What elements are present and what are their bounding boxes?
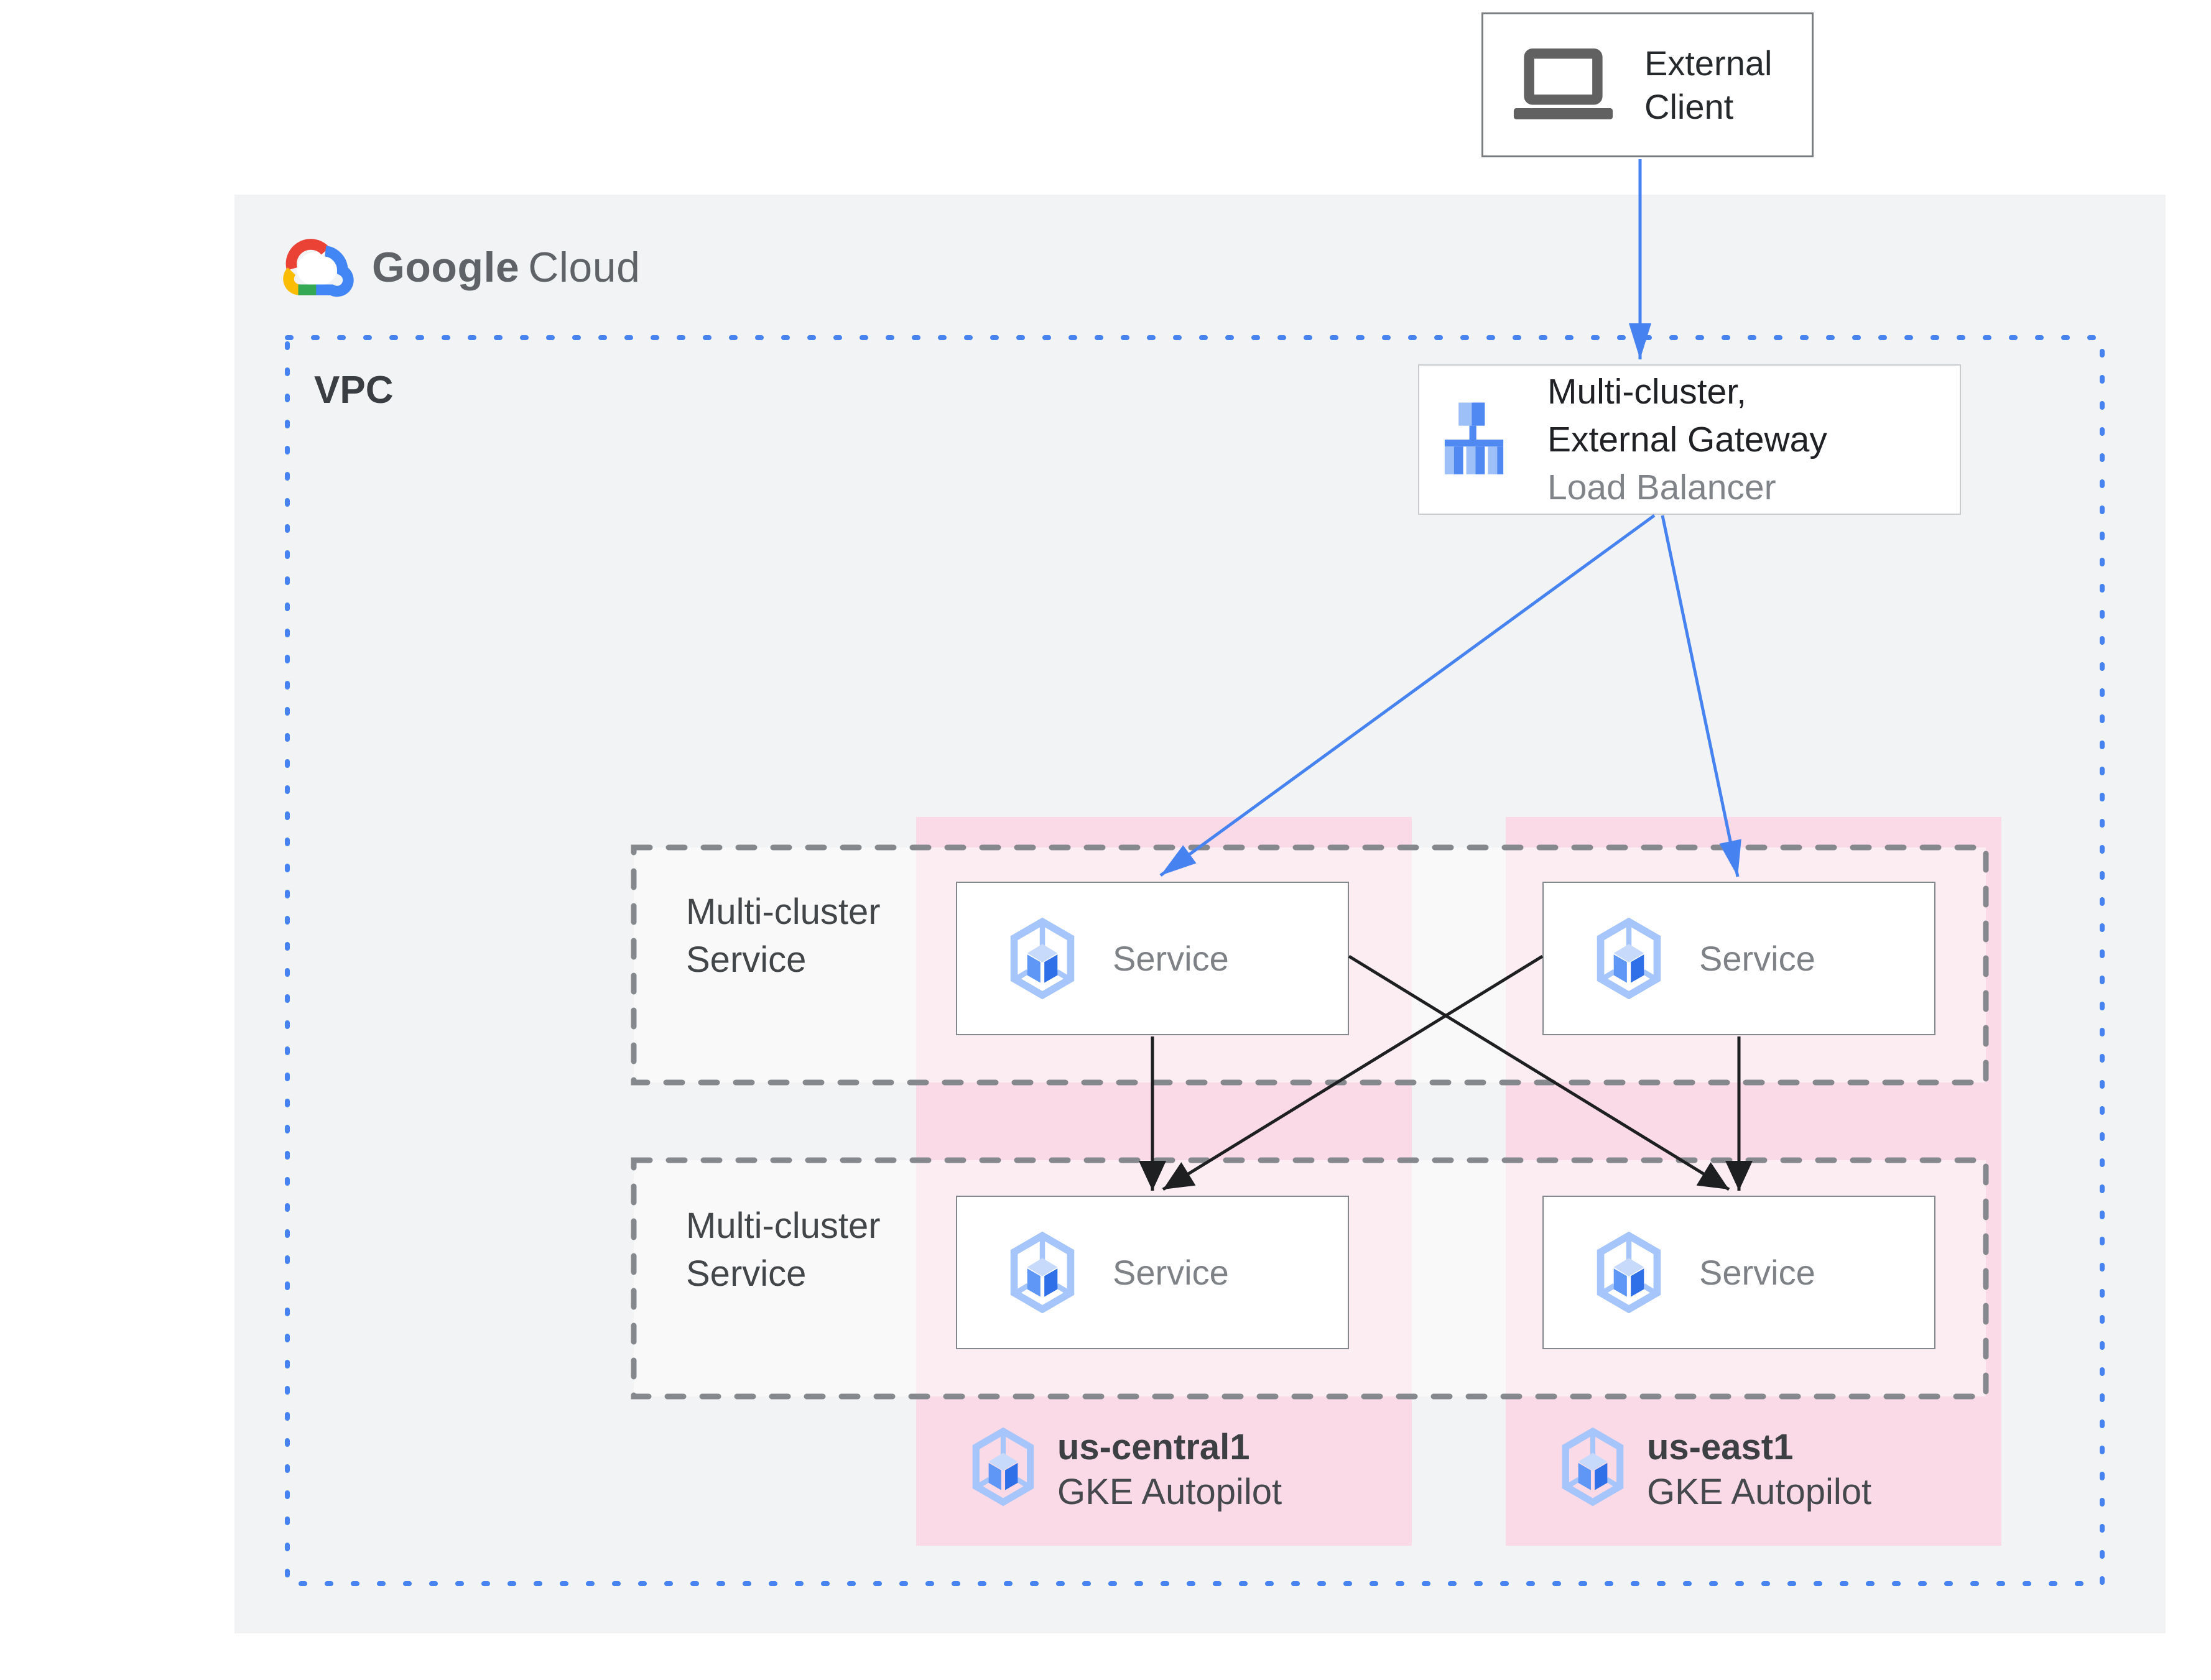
service-node-row1-east: Service — [1542, 882, 1935, 1035]
row1-label-line2: Service — [686, 939, 807, 980]
lb-title-line1: Multi-cluster, — [1547, 371, 1746, 412]
external-client-line2: Client — [1644, 86, 1734, 126]
cluster-region: us-east1 — [1647, 1427, 1794, 1467]
cluster-platform: GKE Autopilot — [1647, 1472, 1872, 1512]
gke-hexagon-icon — [970, 1428, 1036, 1506]
service-hexagon-icon — [1596, 1232, 1662, 1313]
lb-subtitle: Load Balancer — [1547, 467, 1776, 507]
cluster-label-us-east1: us-east1 GKE Autopilot — [1647, 1425, 1871, 1515]
row2-label-line2: Service — [686, 1253, 807, 1294]
service-hexagon-icon — [1009, 918, 1075, 999]
cluster-region: us-central1 — [1057, 1427, 1250, 1467]
row2-label-line1: Multi-cluster — [686, 1206, 881, 1246]
load-balancer-node: Multi-cluster, External Gateway Load Bal… — [1418, 364, 1961, 515]
load-balancer-icon — [1444, 402, 1504, 474]
cluster-label-us-central1: us-central1 GKE Autopilot — [1057, 1425, 1282, 1515]
service-label: Service — [1699, 939, 1815, 978]
service-label: Service — [1699, 1253, 1815, 1292]
external-client-node: External Client — [1481, 12, 1814, 157]
google-cloud-icon — [278, 236, 356, 298]
external-client-label: External Client — [1644, 42, 1772, 129]
row1-label: Multi-cluster Service — [686, 888, 881, 984]
service-label: Service — [1113, 1253, 1229, 1292]
lb-title-line2: External Gateway — [1547, 419, 1827, 459]
row1-label-line1: Multi-cluster — [686, 892, 881, 932]
service-hexagon-icon — [1596, 918, 1662, 999]
service-hexagon-icon — [1009, 1232, 1075, 1313]
load-balancer-label: Multi-cluster, External Gateway Load Bal… — [1547, 368, 1827, 512]
gke-hexagon-icon — [1560, 1428, 1626, 1506]
laptop-icon — [1513, 48, 1613, 119]
row2-label: Multi-cluster Service — [686, 1202, 881, 1298]
service-node-row2-east: Service — [1542, 1196, 1935, 1349]
logo-word-google: Google — [372, 244, 520, 291]
external-client-line1: External — [1644, 43, 1773, 83]
service-node-row1-central: Service — [956, 882, 1349, 1035]
logo-word-cloud: Cloud — [528, 244, 641, 291]
service-label: Service — [1113, 939, 1229, 978]
vpc-label: VPC — [314, 369, 394, 412]
cluster-platform: GKE Autopilot — [1057, 1472, 1282, 1512]
service-node-row2-central: Service — [956, 1196, 1349, 1349]
